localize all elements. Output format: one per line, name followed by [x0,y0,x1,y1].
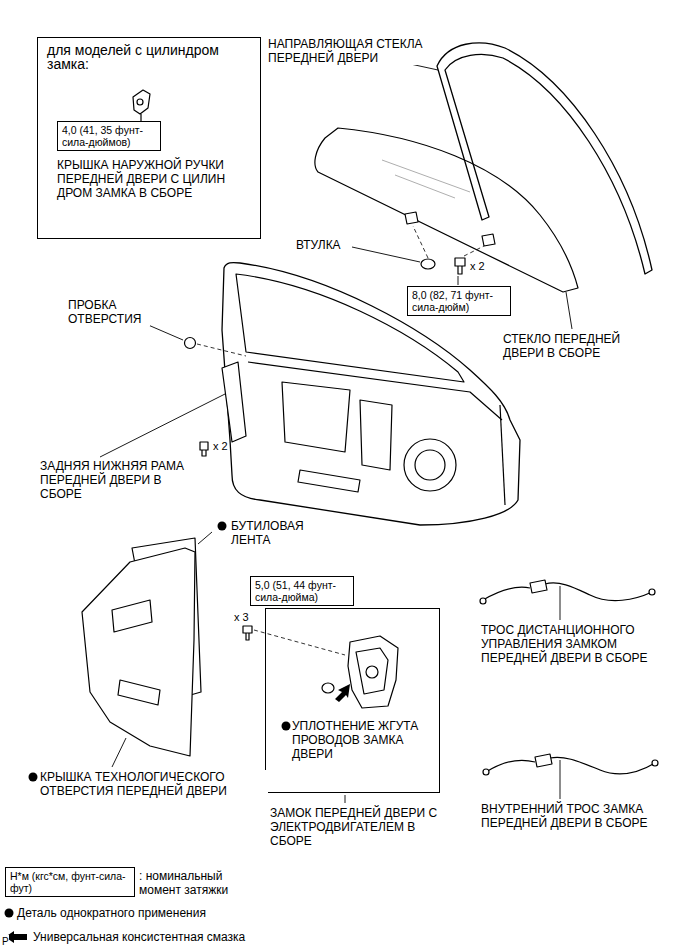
lock-inset-box: УПЛОТНЕНИЕ ЖГУТА ПРОВОДОВ ЗАМКА ДВЕРИ [265,608,440,793]
leader-line [112,738,126,767]
service-hole [298,470,360,492]
service-hole [360,400,392,470]
single-use-mark [282,722,291,731]
inner-lock-cable [486,757,655,773]
illustration-group [82,43,658,803]
remote-control-cable [483,583,652,601]
torque-box: 4,0 (41, 35 фунт-сила-дюймов) [57,121,161,151]
part-name: КРЫШКА НАРУЖНОЙ РУЧКИ ПЕРЕДНЕЙ ДВЕРИ С Ц… [57,158,253,200]
legend-text: : номинальный момент затяжки [139,869,251,897]
cable-end [480,598,486,604]
leader-line [566,292,572,329]
part-name: ЗАДНЯЯ НИЖНЯЯ РАМА ПЕРЕДНЕЙ ДВЕРИ В СБОР… [40,459,190,501]
cable-fitting [535,754,552,767]
part-name: НАПРАВЛЯЮЩАЯ СТЕКЛА ПЕРЕДНЕЙ ДВЕРИ [268,37,430,65]
leader-line [458,276,459,285]
door-glass [315,128,578,292]
leader-line [352,247,420,262]
part-name: ПРОБКА ОТВЕРСТИЯ [68,298,150,326]
leader-line [198,532,212,544]
bolt [200,442,208,456]
torque-value: 5,0 (51, 44 фунт-сила-дюйма) [255,579,349,603]
belt-line [248,362,502,420]
leader-line [345,795,346,803]
single-use-mark [29,773,38,782]
torque-value: 4,0 (41, 35 фунт-сила-дюймов) [62,124,156,148]
part-name: ЗАМОК ПЕРЕДНЕЙ ДВЕРИ С ЭЛЕКТРОДВИГАТЕЛЕМ… [270,806,438,848]
page-mark: P [2,935,9,949]
door-panel [222,263,520,525]
assembly-line [254,630,345,655]
legend-text: Деталь однократного применения [17,906,206,920]
torque-unit-box: Н*м (кгс*см, фунт-сила-фут) [5,867,135,897]
cover-slot [118,680,160,705]
bolt [455,258,465,274]
grease-arrow [335,684,350,702]
leader-line [100,394,225,457]
torque-box: 8,0 (82, 71 фунт-сила-дюйм) [407,286,511,316]
lock-cylinder [133,90,150,114]
service-hole-cover [82,548,195,756]
assembly-line [413,226,428,258]
note-heading: для моделей с цилиндром замка: [47,43,253,71]
glass-reflection [395,175,455,198]
leader-line [560,760,561,799]
leader-line [560,586,561,620]
leader-line [140,114,141,121]
part-name: ТРОС ДИСТАНЦИОННОГО УПРАВЛЕНИЯ ЗАМКОМ ПЕ… [481,623,657,665]
assembly-line [197,344,246,356]
legend-dot-sample [5,909,14,918]
torque-box: 5,0 (51, 44 фунт-сила-дюйма) [250,576,354,606]
part-name: ВТУЛКА [296,238,341,252]
cable-fitting [530,580,547,593]
cable-end [652,760,658,766]
door-edge [500,405,505,505]
legend-text: Универсальная консистентная смазка [33,930,245,944]
torque-value: Н*м (кгс*см, фунт-сила-фут) [10,870,130,894]
service-hole [282,382,350,452]
speaker-hole [415,450,445,480]
door-lock [348,636,398,708]
quantity: x 2 [213,439,228,453]
torque-value: 8,0 (82, 71 фунт-сила-дюйм) [412,289,506,313]
part-name: СТЕКЛО ПЕРЕДНЕЙ ДВЕРИ В СБОРЕ [503,332,645,360]
part-name: БУТИЛОВАЯ ЛЕНТА [231,519,323,547]
hole-plug [185,338,196,349]
lock-cylinder-face [137,99,143,105]
single-use-mark [218,522,227,531]
bushing [421,259,435,269]
door-lock-detail [356,648,388,694]
screw [243,626,252,640]
part-name: ВНУТРЕННИЙ ТРОС ЗАМКА ПЕРЕДНЕЙ ДВЕРИ В С… [481,802,661,830]
cable-end [649,589,655,595]
cover-slot [112,600,152,632]
rear-lower-frame [222,362,246,442]
glass-bracket [482,234,495,246]
cable-end [483,769,489,775]
variant-inset-box: для моделей с цилиндром замка: КРЫШКА НАР… [37,37,261,239]
glass-bracket [405,212,418,224]
part-name: УПЛОТНЕНИЕ ЖГУТА ПРОВОДОВ ЗАМКА ДВЕРИ [292,719,432,761]
quantity: x 3 [234,610,249,624]
door-lock-detail [366,666,378,678]
speaker-hole [404,439,456,491]
wire-harness-seal [322,683,334,693]
glass-run-channel [437,43,652,274]
assembly-line [464,246,484,256]
part-name: КРЫШКА ТЕХНОЛОГИЧЕСКОГО ОТВЕРСТИЯ ПЕРЕДН… [40,770,268,798]
quantity: x 2 [470,259,485,273]
